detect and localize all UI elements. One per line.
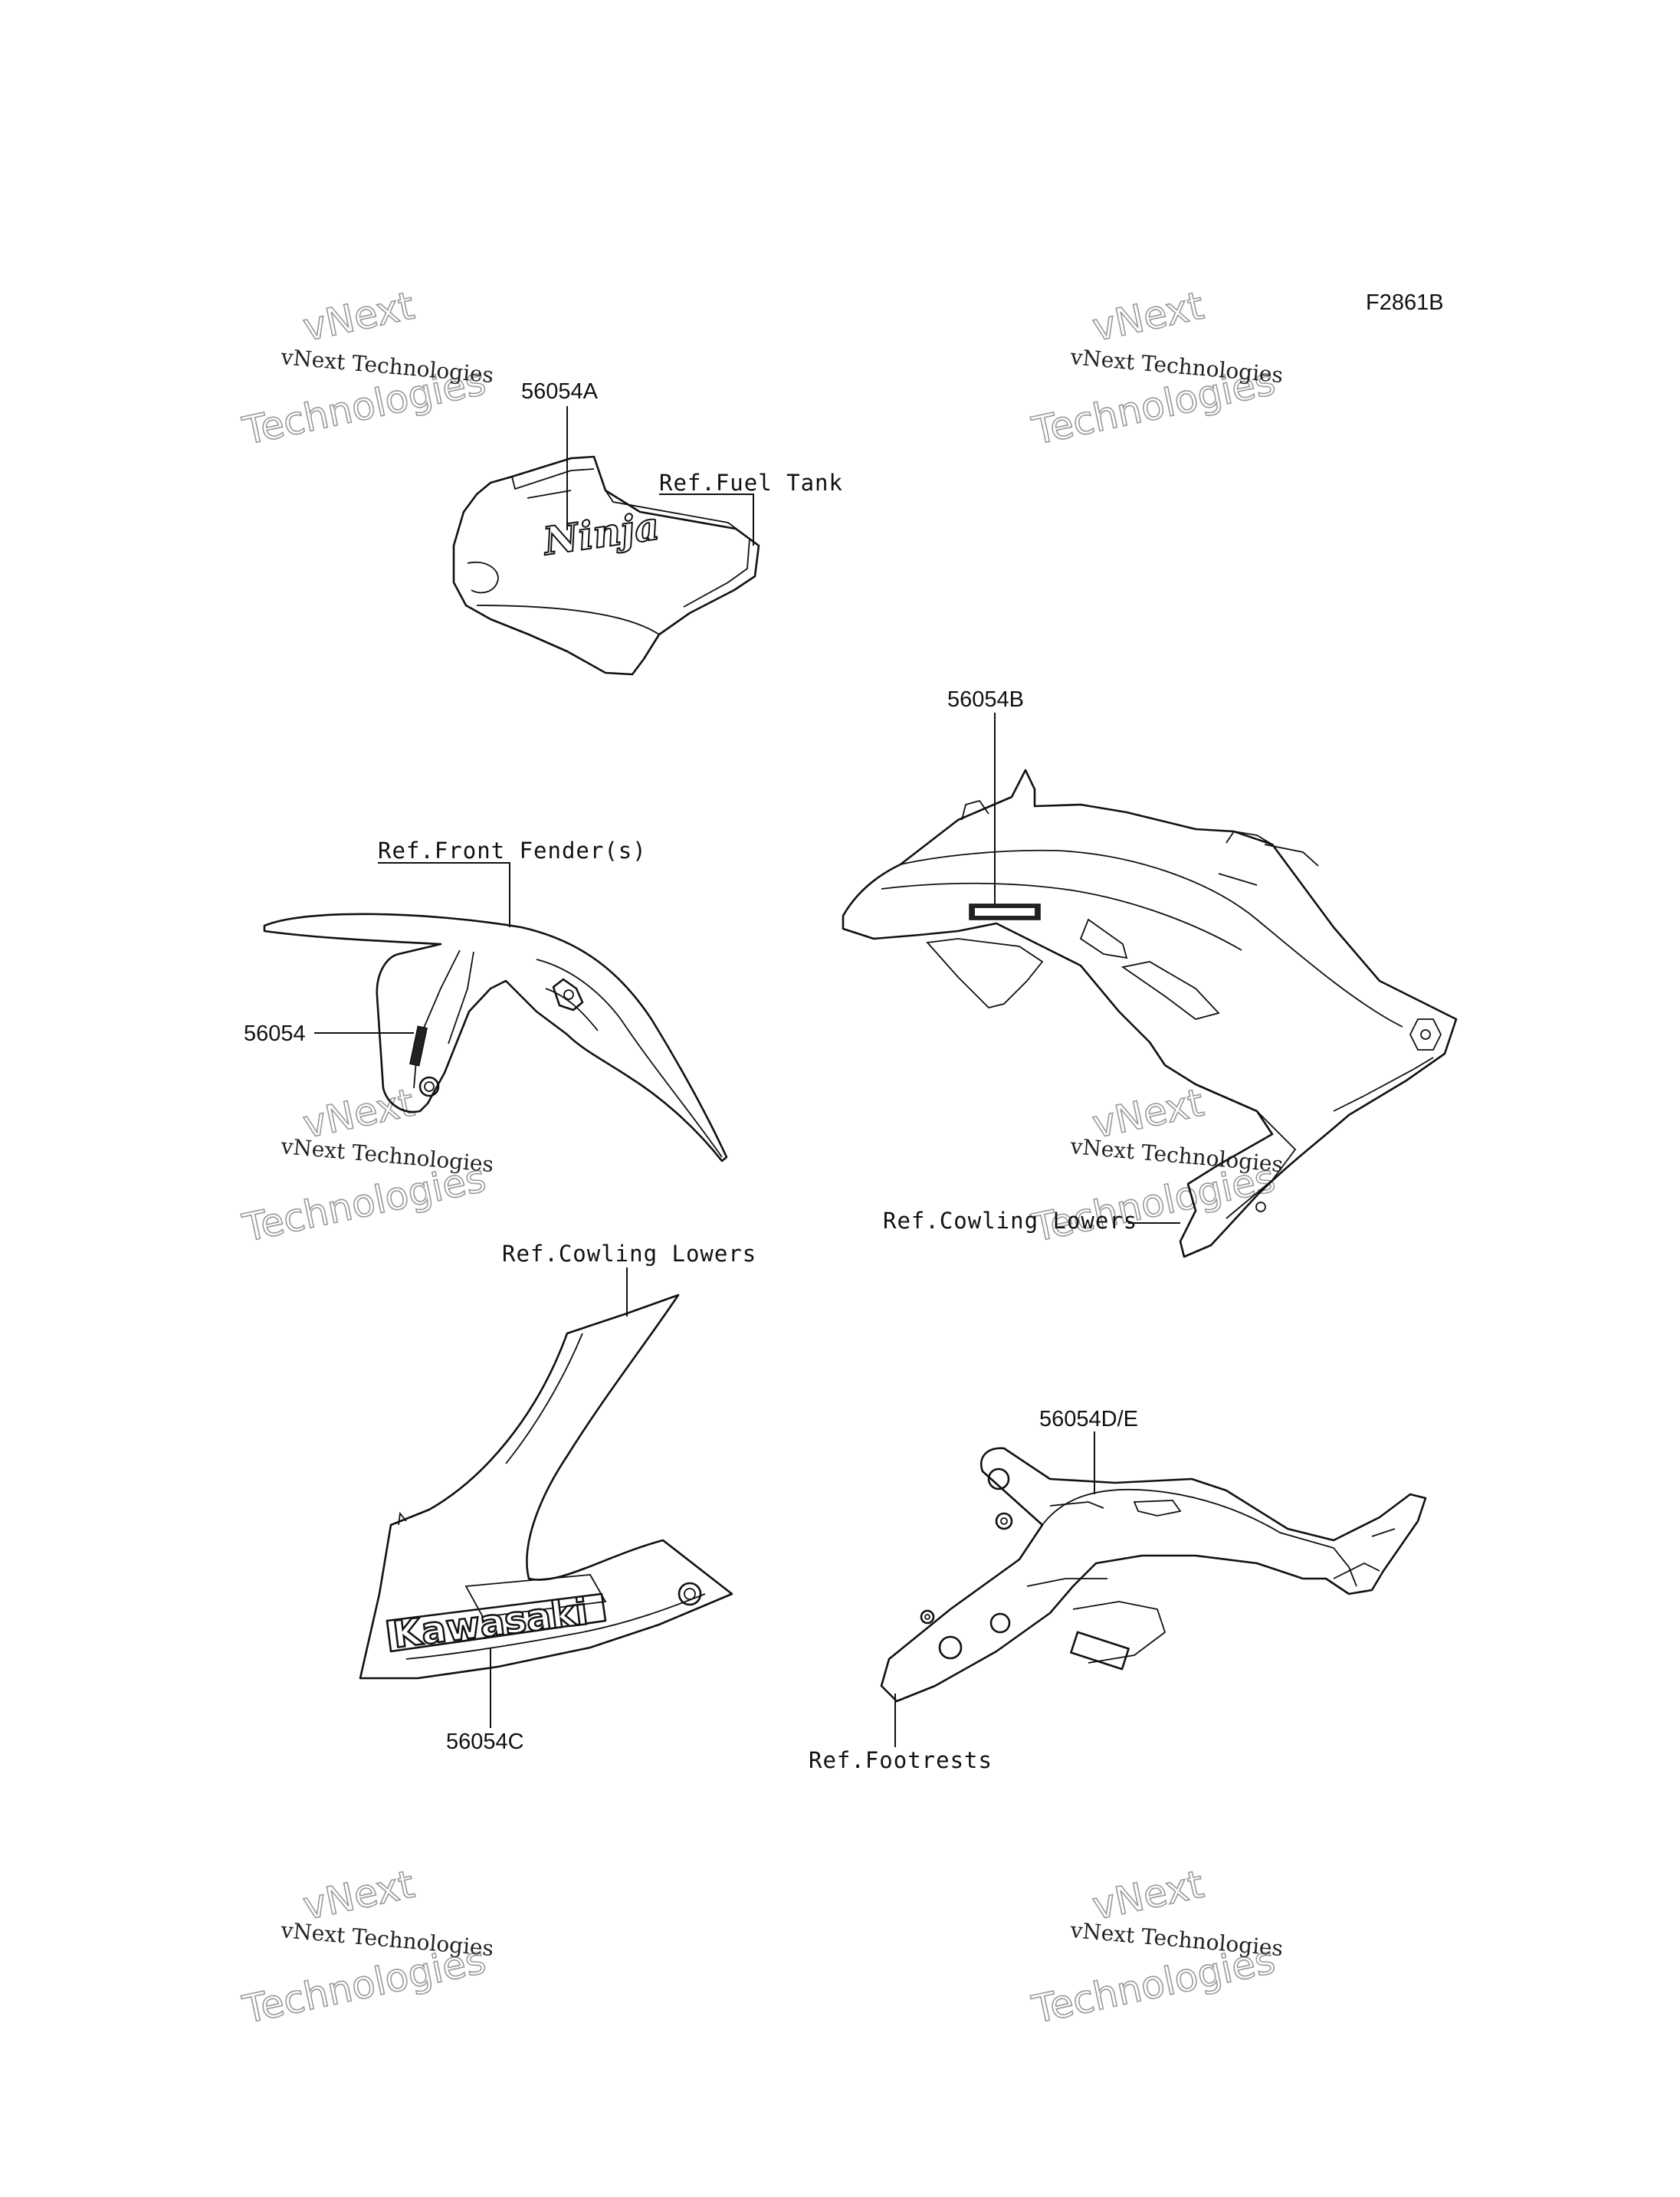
part-number-56054: 56054 [244, 1021, 306, 1046]
svg-text:vNext Technologies: vNext Technologies [279, 1917, 494, 1961]
leader-fuel-tank [659, 494, 754, 546]
ref-footrests: Ref.Footrests [809, 1747, 993, 1773]
watermark-top-right: vNext Technologies vNext Technologies [1028, 283, 1285, 454]
part-number-56054A: 56054A [521, 379, 599, 404]
ref-cowling-lowers-right: Ref.Cowling Lowers [883, 1208, 1137, 1234]
svg-text:vNext: vNext [1088, 284, 1207, 350]
lower-cowling-part: Kawasaki [359, 1294, 733, 1680]
ref-fuel-tank: Ref.Fuel Tank [659, 470, 843, 496]
watermark-bottom-left: vNext Technologies vNext Technologies [238, 1861, 495, 2033]
figure-code: F2861B [1366, 290, 1444, 315]
leader-front-fender [378, 862, 510, 927]
fender-decal-marker [409, 1025, 428, 1067]
kawasaki-logo: Kawasaki [391, 1590, 591, 1657]
watermark-bottom-right: vNext Technologies vNext Technologies [1028, 1861, 1285, 2033]
svg-text:vNext: vNext [299, 1862, 418, 1929]
front-fender-part [263, 913, 728, 1162]
upper-cowling-part [842, 769, 1458, 1258]
watermark-mid-left: vNext Technologies vNext Technologies [238, 1080, 495, 1251]
ninja-logo: Ninja [539, 503, 661, 564]
part-number-56054D-E: 56054D/E [1039, 1407, 1138, 1431]
footrest-bracket-part [880, 1447, 1427, 1703]
svg-text:vNext Technologies: vNext Technologies [1068, 1917, 1284, 1961]
part-number-56054C: 56054C [446, 1730, 524, 1754]
ref-front-fender: Ref.Front Fender(s) [378, 838, 647, 864]
svg-text:vNext Technologies: vNext Technologies [1068, 1133, 1284, 1177]
svg-text:vNext: vNext [1088, 1862, 1207, 1929]
svg-text:vNext: vNext [299, 284, 418, 350]
ref-cowling-lowers-left: Ref.Cowling Lowers [502, 1241, 756, 1267]
svg-text:vNext Technologies: vNext Technologies [279, 1133, 494, 1177]
part-number-56054B: 56054B [947, 687, 1024, 712]
watermark-top-left: vNext Technologies vNext Technologies [238, 283, 495, 454]
